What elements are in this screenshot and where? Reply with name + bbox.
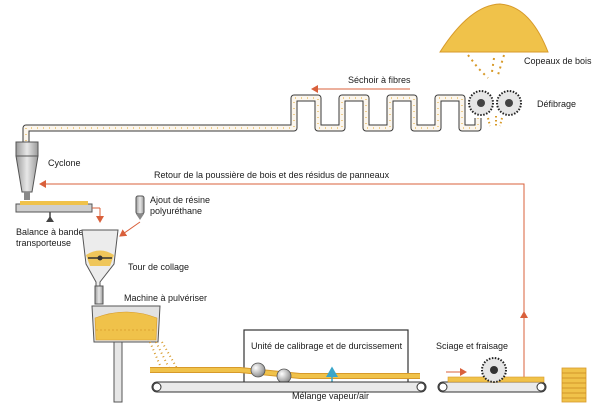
label-defibrage: Défibrage <box>537 99 576 109</box>
label-tour: Tour de collage <box>128 262 189 272</box>
label-balance-1: Balance à bande <box>16 227 84 237</box>
label-retour: Retour de la poussière de bois et des ré… <box>154 170 390 180</box>
resin-arrow <box>119 221 141 237</box>
label-unite: Unité de calibrage et de durcissement <box>251 341 403 351</box>
label-copeaux: Copeaux de bois <box>524 56 592 66</box>
label-sciage: Sciage et fraisage <box>436 341 508 351</box>
sawing-station <box>437 357 547 393</box>
defibrage-discs <box>468 90 522 128</box>
finished-panels-stack <box>561 367 587 403</box>
cyclone <box>15 141 39 200</box>
label-resine-2: polyuréthane <box>150 206 202 216</box>
gluing-tower <box>81 229 119 287</box>
belt-scale <box>15 201 93 222</box>
main-conveyor <box>151 381 427 393</box>
label-machine: Machine à pulvériser <box>124 293 207 303</box>
label-resine-1: Ajout de résine <box>150 195 210 205</box>
spraying-machine <box>91 285 179 403</box>
resin-tank <box>135 195 145 220</box>
label-sechoir: Séchoir à fibres <box>348 75 411 85</box>
label-cyclone: Cyclone <box>48 158 81 168</box>
label-balance-2: transporteuse <box>16 238 71 248</box>
wood-chips-pile <box>439 3 549 79</box>
return-line <box>39 180 528 388</box>
fibre-dryer-pipe <box>22 94 482 142</box>
calibration-unit <box>150 329 420 386</box>
label-melange: Mélange vapeur/air <box>292 391 369 401</box>
